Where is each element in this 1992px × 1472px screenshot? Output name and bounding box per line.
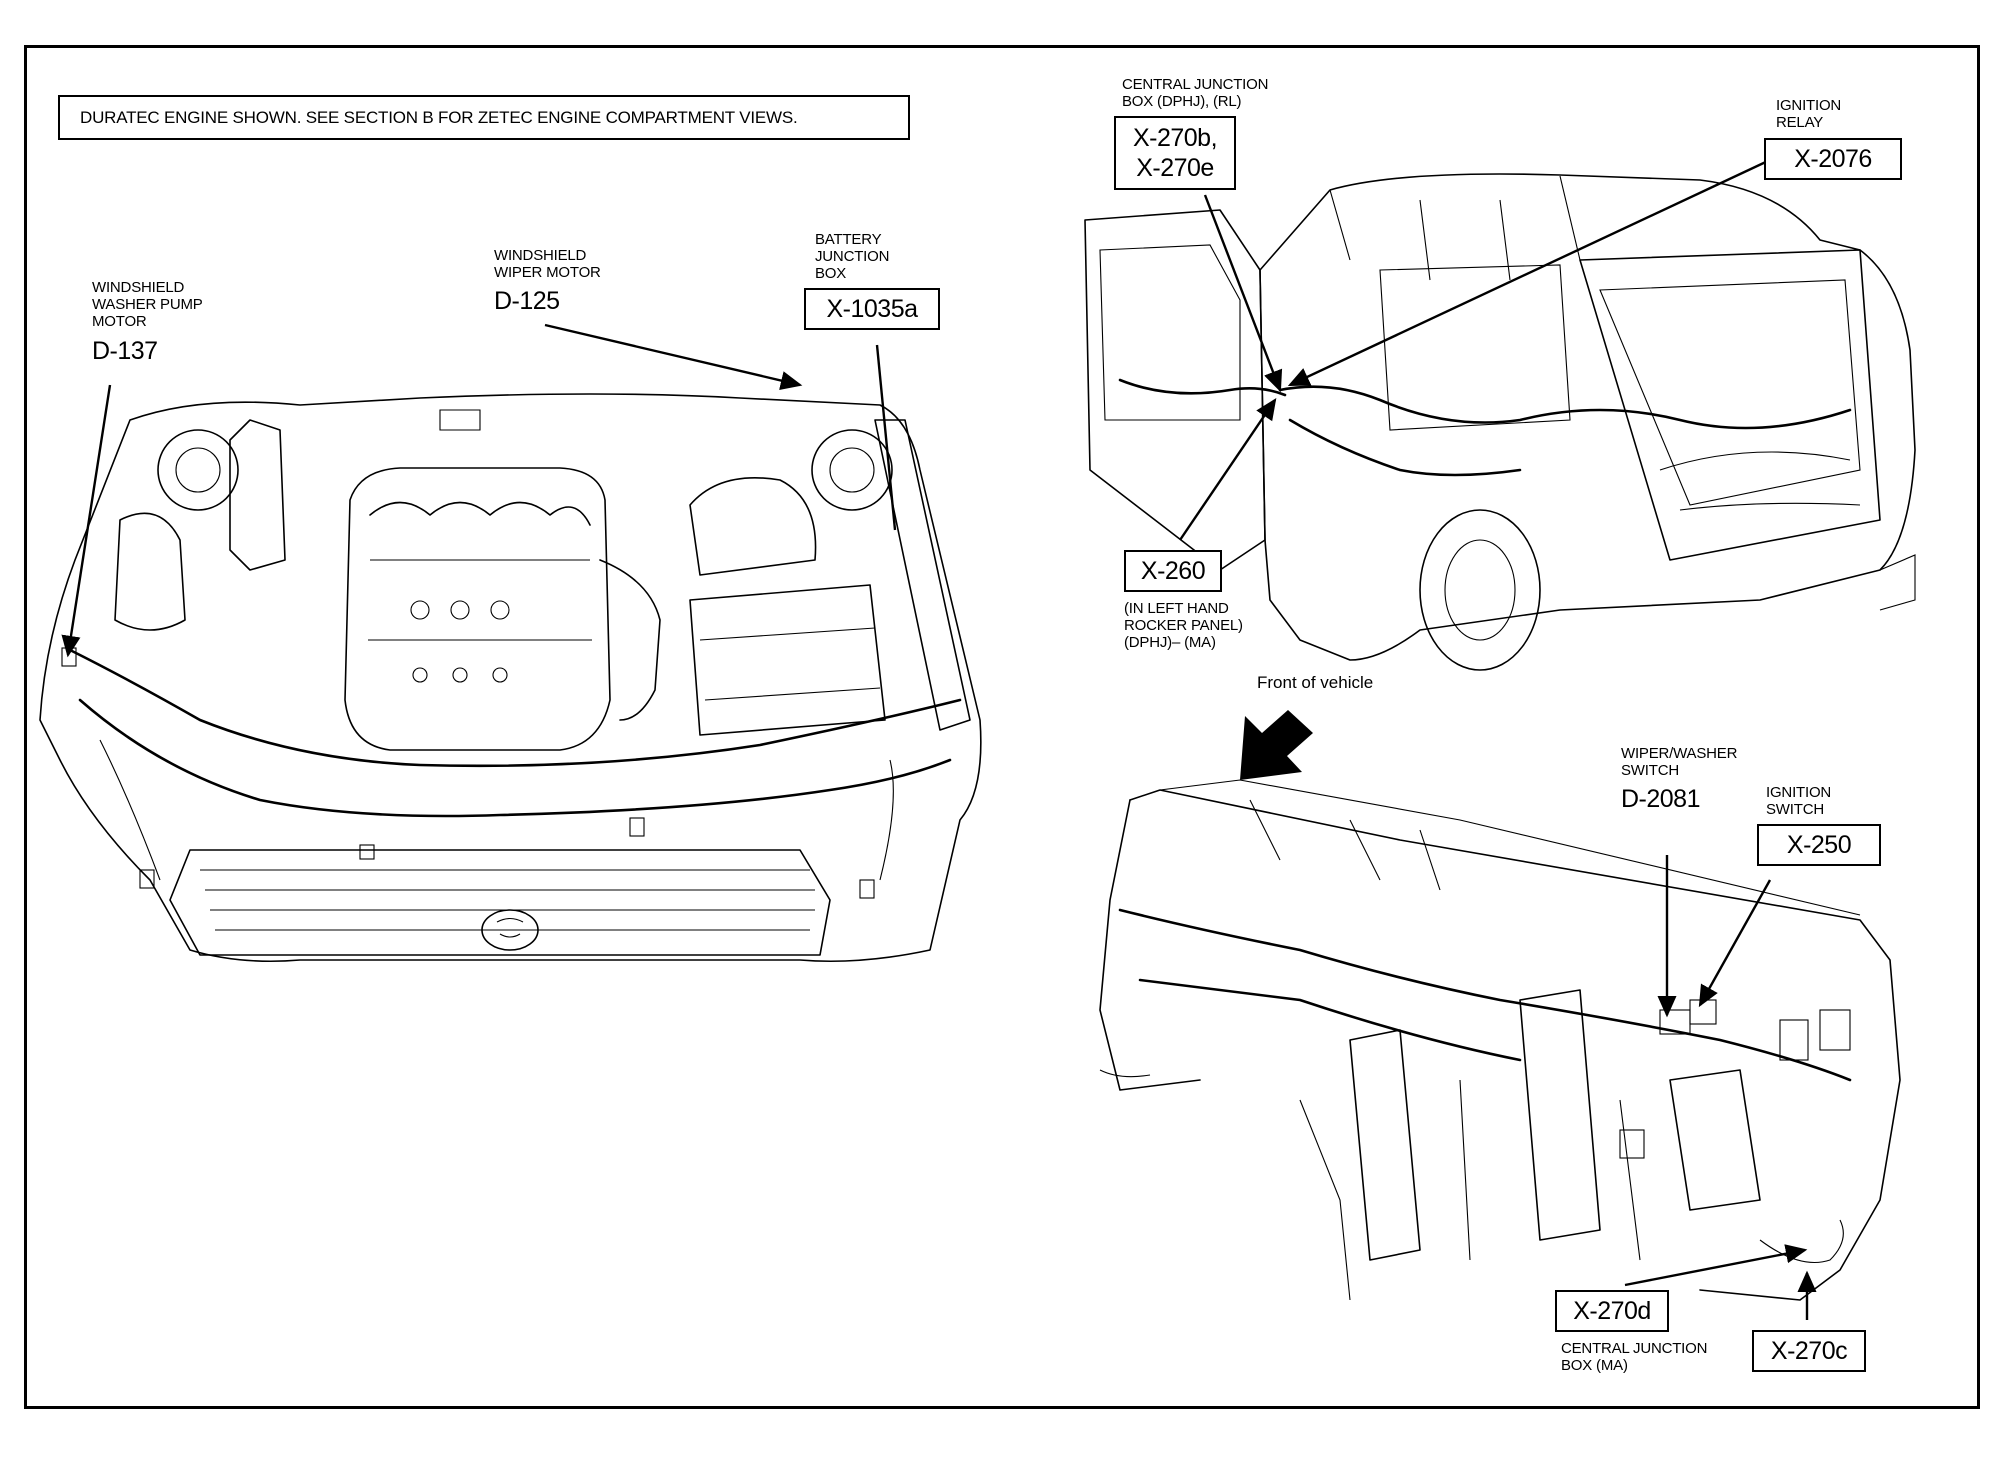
washer-pump-label: WINDSHIELD WASHER PUMP MOTOR	[92, 279, 203, 330]
central-junction-box-rl-label: CENTRAL JUNCTION BOX (DPHJ), (RL)	[1122, 76, 1269, 110]
front-of-vehicle-label: Front of vehicle	[1257, 673, 1374, 692]
ignition-relay-code: X-2076	[1764, 138, 1902, 180]
rocker-panel-label: (IN LEFT HAND ROCKER PANEL) (DPHJ)– (MA)	[1124, 600, 1243, 651]
wiper-motor-code: D-125	[494, 287, 560, 315]
battery-junction-box-code: X-1035a	[804, 288, 940, 330]
ignition-switch-code: X-250	[1757, 824, 1881, 866]
wiper-washer-switch-label: WIPER/WASHER SWITCH	[1621, 745, 1738, 779]
engine-note: DURATEC ENGINE SHOWN. SEE SECTION B FOR …	[58, 95, 910, 140]
pointer-x270b	[1203, 194, 1283, 393]
pointer-x2076	[1287, 158, 1771, 387]
ignition-relay-label: IGNITION RELAY	[1776, 97, 1842, 131]
pointer-x250	[1698, 879, 1772, 1008]
pointer-x270d	[1624, 1244, 1808, 1287]
pointer-x1035a	[875, 344, 897, 531]
engine-note-text: DURATEC ENGINE SHOWN. SEE SECTION B FOR …	[80, 107, 798, 127]
wiper-motor-label: WINDSHIELD WIPER MOTOR	[494, 247, 601, 281]
vehicle-body-illustration	[1084, 173, 1916, 671]
wiper-washer-switch-code: D-2081	[1621, 785, 1701, 813]
ignition-switch-label: IGNITION SWITCH	[1766, 784, 1832, 818]
pointer-d137	[61, 384, 112, 658]
instrument-panel-illustration	[1099, 779, 1901, 1301]
engine-compartment-illustration	[39, 393, 982, 963]
diagram-frame	[24, 45, 1980, 1409]
battery-junction-box-label: BATTERY JUNCTION BOX	[815, 231, 890, 282]
rocker-panel-code: X-260	[1124, 550, 1222, 592]
pointer-d125	[544, 323, 803, 390]
washer-pump-code: D-137	[92, 337, 158, 365]
connector-x270c-code: X-270c	[1752, 1330, 1866, 1372]
central-junction-box-rl-code: X-270b, X-270e	[1114, 116, 1236, 190]
front-direction-arrow	[1240, 710, 1313, 780]
pointer-x260	[1179, 398, 1277, 541]
central-junction-box-ma-code: X-270d	[1555, 1290, 1669, 1332]
central-junction-box-ma-label: CENTRAL JUNCTION BOX (MA)	[1561, 1340, 1708, 1374]
